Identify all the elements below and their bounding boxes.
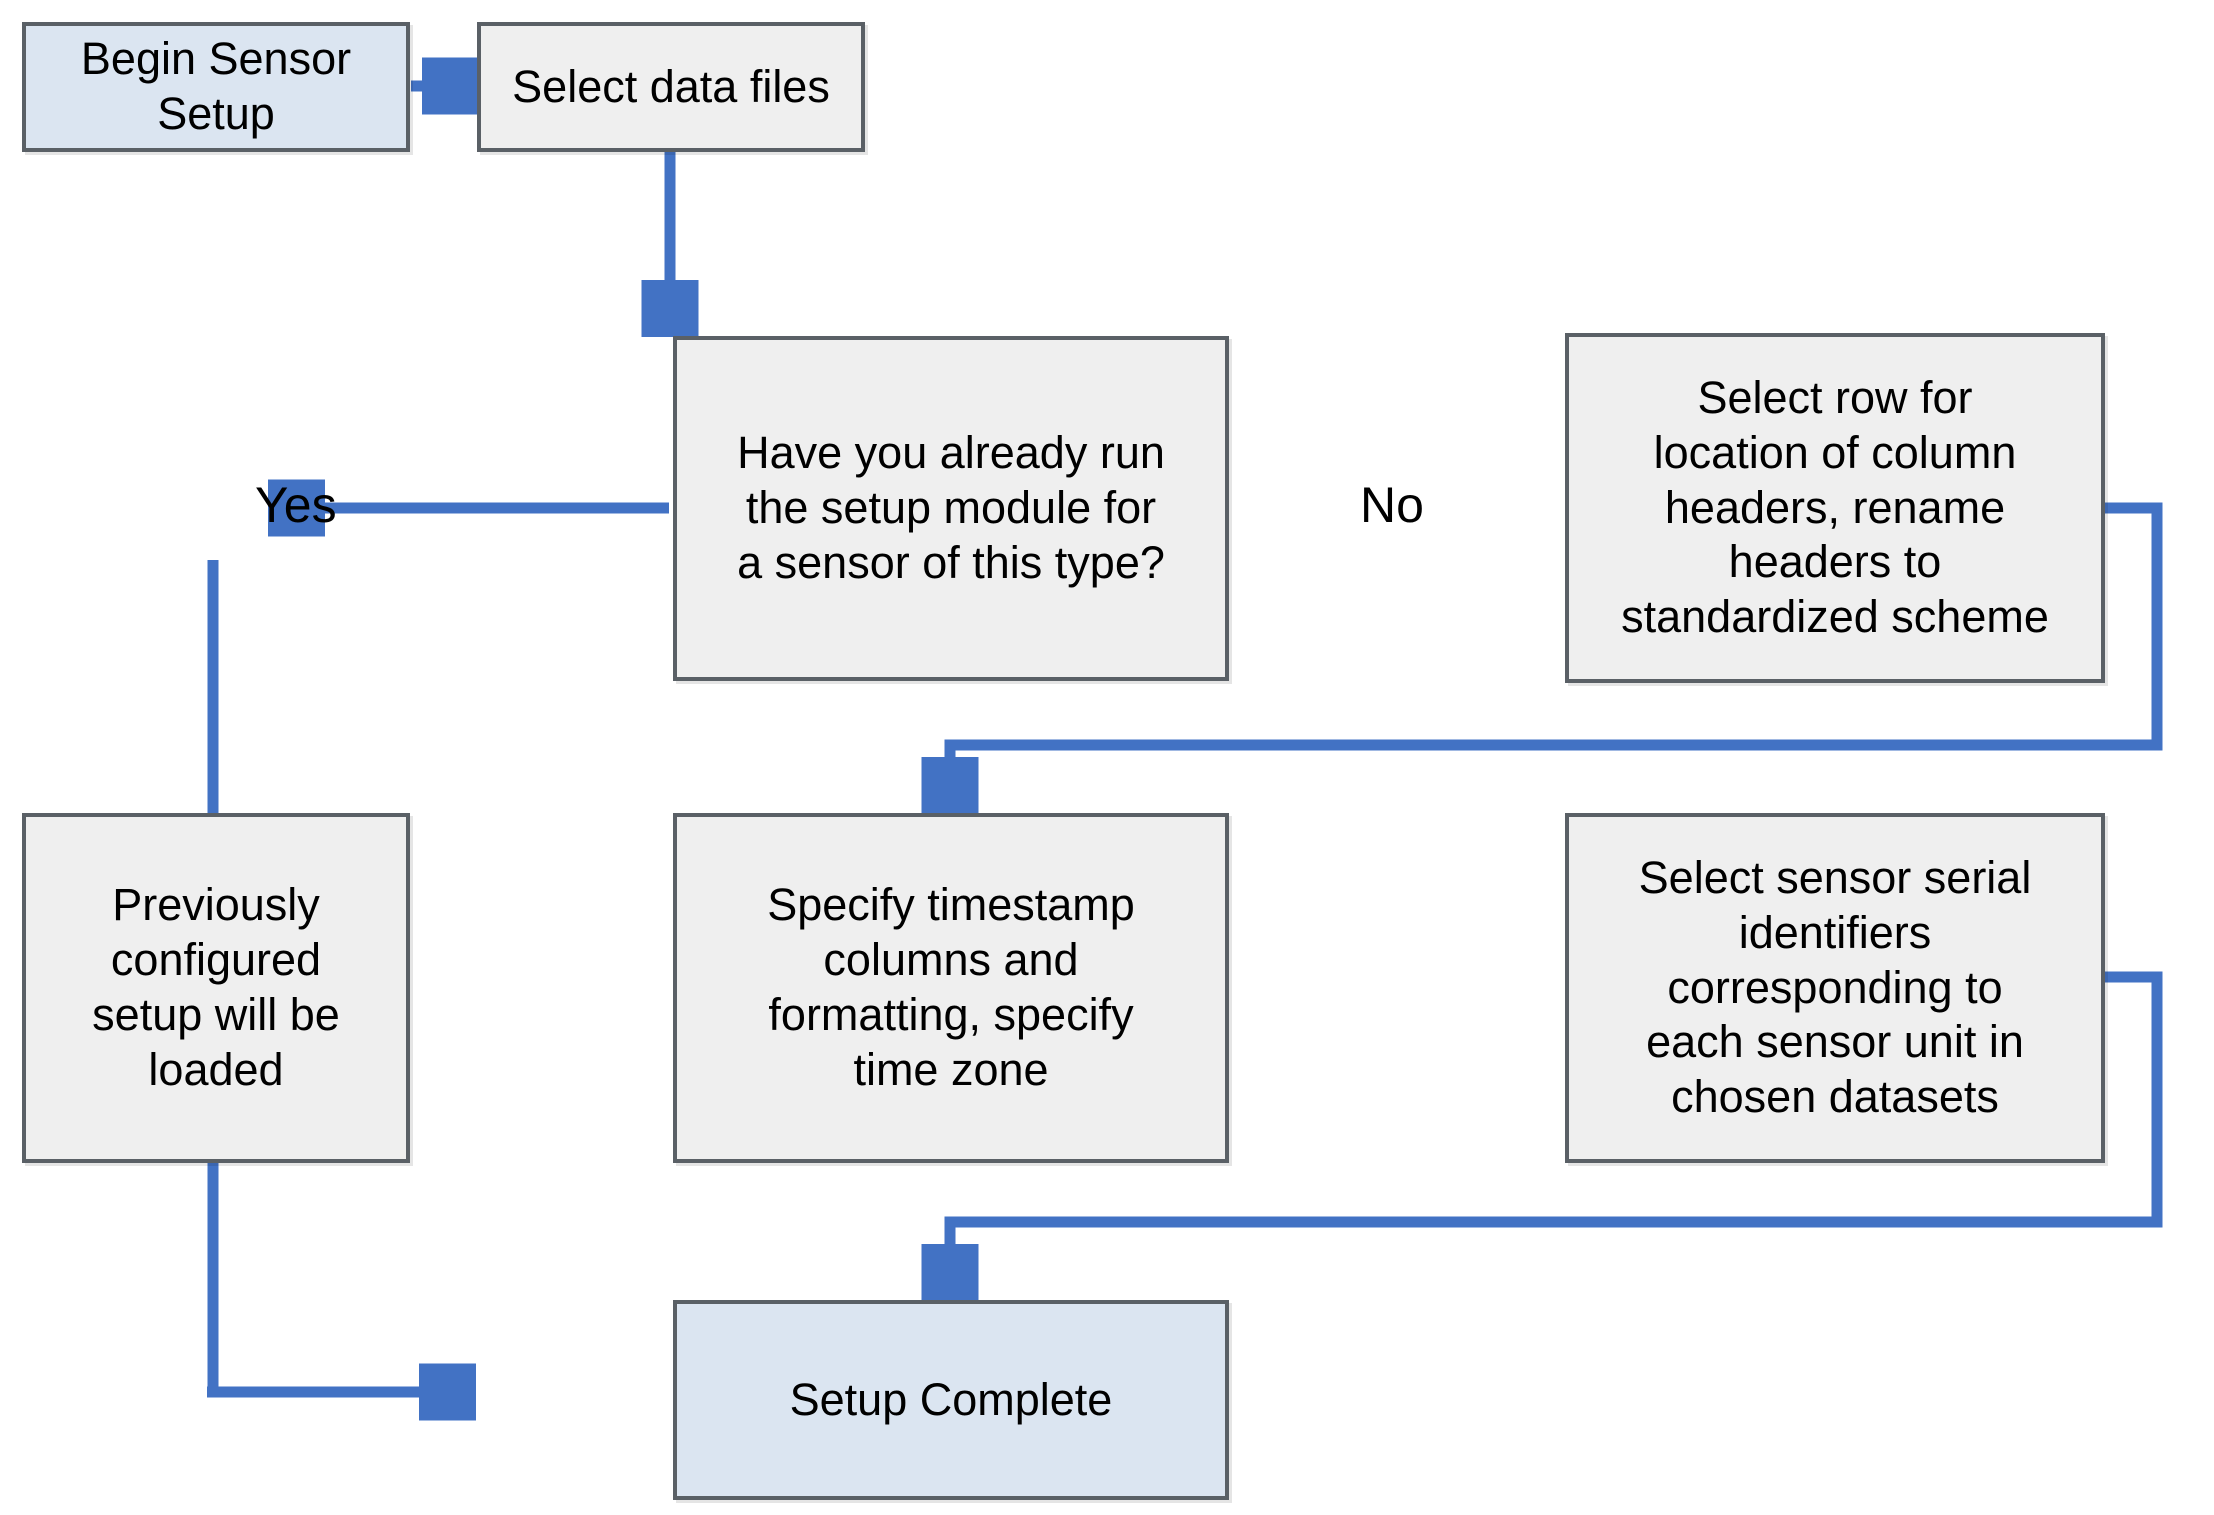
node-label: Select sensor serial identifiers corresp… <box>1638 851 2032 1123</box>
node-label: Select row for location of column header… <box>1621 371 2049 643</box>
node-begin-sensor-setup[interactable]: Begin Sensor Setup <box>22 22 410 152</box>
node-label: Begin Sensor Setup <box>80 33 352 139</box>
edge-label-no: No <box>1360 477 1424 533</box>
node-label: Specify timestamp columns and formatting… <box>767 879 1135 1095</box>
node-label: Setup Complete <box>789 1373 1113 1425</box>
node-select-header-row[interactable]: Select row for location of column header… <box>1565 333 2105 683</box>
node-select-data-files[interactable]: Select data files <box>477 22 865 152</box>
node-setup-complete[interactable]: Setup Complete <box>673 1300 1229 1500</box>
node-select-sensor-serial-identifiers[interactable]: Select sensor serial identifiers corresp… <box>1565 813 2105 1163</box>
edge-serial-to-complete <box>950 971 2163 1292</box>
edge-headers-to-timestamp <box>950 502 2163 805</box>
node-label: Select data files <box>512 60 830 112</box>
node-decision-already-run-setup[interactable]: Have you already run the setup module fo… <box>673 336 1229 681</box>
node-specify-timestamp-columns[interactable]: Specify timestamp columns and formatting… <box>673 813 1229 1163</box>
edge-label-yes: Yes <box>255 477 337 533</box>
node-label: Have you already run the setup module fo… <box>737 427 1165 588</box>
node-previously-configured-setup[interactable]: Previously configured setup will be load… <box>22 813 410 1163</box>
node-label: Previously configured setup will be load… <box>92 879 340 1095</box>
